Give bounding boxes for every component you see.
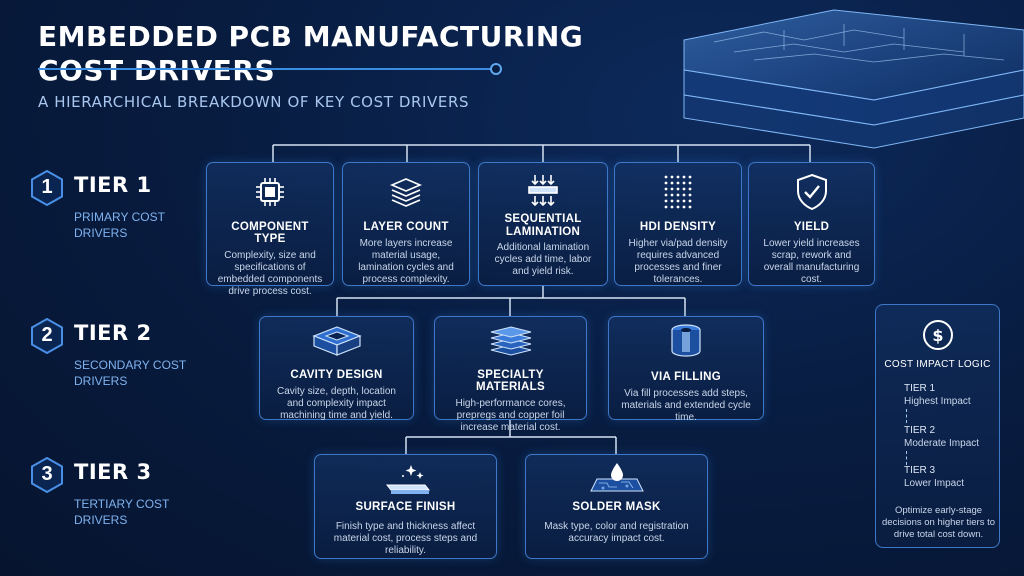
- card-title: SOLDER MASK: [572, 501, 661, 513]
- via-cylinder-icon: [671, 324, 701, 357]
- logic-impact: Lower Impact: [904, 478, 965, 489]
- tier-number: 2: [41, 324, 53, 346]
- logic-tier: TIER 1: [904, 383, 936, 394]
- shield-check-icon: [796, 173, 827, 211]
- card-description: More layers increase material usage, lam…: [358, 238, 454, 285]
- tier-subtitle: SECONDARY COST DRIVERS: [74, 358, 187, 388]
- card-yield: YIELD Lower yield increases scrap, rewor…: [748, 162, 875, 286]
- card-solder-mask: SOLDER MASK Mask type, color and registr…: [525, 454, 708, 559]
- card-description: Complexity, size and specifications of e…: [217, 250, 323, 297]
- pcb-stack-illustration: [683, 9, 1024, 149]
- card-description: Via fill processes add steps, materials …: [621, 388, 751, 423]
- card-surface-finish: SURFACE FINISH Finish type and thickness…: [314, 454, 497, 559]
- dollar-icon: $: [923, 320, 953, 350]
- logic-item-tier-1: TIER 1 Highest Impact: [904, 383, 971, 407]
- card-title: SEQUENTIAL LAMINATION: [504, 213, 582, 238]
- logic-title: COST IMPACT LOGIC: [884, 359, 991, 370]
- tier-subtitle: TERTIARY COST DRIVERS: [74, 497, 170, 527]
- card-title: VIA FILLING: [651, 371, 721, 383]
- dot-grid-icon: [664, 175, 692, 209]
- cavity-icon: [311, 326, 362, 356]
- card-description: Additional lamination cycles add time, l…: [494, 242, 592, 277]
- card-specialty-materials: SPECIALTY MATERIALS High-performance cor…: [434, 316, 587, 433]
- card-title: SURFACE FINISH: [355, 501, 456, 513]
- tier-name: TIER 1: [74, 173, 152, 197]
- card-hdi-density: HDI DENSITY Higher via/pad density requi…: [614, 162, 742, 286]
- logic-impact: Highest Impact: [904, 396, 971, 407]
- hexagon-badge-icon: [31, 457, 63, 493]
- page-title: EMBEDDED PCB MANUFACTURING COST DRIVERS: [38, 20, 584, 87]
- cost-impact-logic-panel: $ COST IMPACT LOGIC TIER 1 Highest Impac…: [875, 304, 1000, 548]
- card-title: LAYER COUNT: [363, 221, 449, 233]
- logic-arrow: [906, 409, 907, 423]
- tier-name: TIER 2: [74, 321, 152, 345]
- logic-arrow: [906, 451, 907, 465]
- card-description: Higher via/pad density requires advanced…: [628, 238, 728, 285]
- card-title: YIELD: [793, 221, 830, 233]
- card-description: Finish type and thickness affect materia…: [333, 521, 478, 556]
- material-stack-icon: [490, 326, 531, 356]
- chip-icon: [256, 178, 284, 206]
- lamination-icon: [528, 175, 558, 207]
- hexagon-badge-icon: [31, 318, 63, 354]
- card-description: Cavity size, depth, location and complex…: [277, 386, 396, 421]
- logic-item-tier-2: TIER 2 Moderate Impact: [904, 425, 979, 449]
- title-underline: [38, 68, 496, 70]
- title-rule-dot: [490, 63, 502, 75]
- page-subtitle: A HIERARCHICAL BREAKDOWN OF KEY COST DRI…: [38, 93, 470, 111]
- card-title: CAVITY DESIGN: [290, 369, 383, 381]
- logic-item-tier-3: TIER 3 Lower Impact: [904, 465, 964, 489]
- card-description: High-performance cores, prepregs and cop…: [455, 398, 566, 433]
- logic-note: Optimize early-stage decisions on higher…: [882, 505, 996, 540]
- logic-tier: TIER 2: [904, 425, 936, 436]
- tier-name: TIER 3: [74, 460, 152, 484]
- card-title: HDI DENSITY: [639, 221, 717, 233]
- card-component-type: COMPONENT TYPE Complexity, size and spec…: [206, 162, 334, 297]
- card-sequential-lamination: SEQUENTIAL LAMINATION Additional laminat…: [478, 162, 608, 286]
- card-title: SPECIALTY MATERIALS: [476, 369, 545, 393]
- hexagon-badge-icon: [31, 170, 63, 206]
- logic-tier: TIER 3: [904, 465, 936, 476]
- card-description: Mask type, color and registration accura…: [544, 521, 689, 544]
- tier-subtitle: PRIMARY COST DRIVERS: [74, 210, 165, 240]
- logic-impact: Moderate Impact: [904, 438, 980, 449]
- drop-board-icon: [589, 463, 644, 492]
- card-description: Lower yield increases scrap, rework and …: [763, 238, 860, 285]
- card-layer-count: LAYER COUNT More layers increase materia…: [342, 162, 470, 286]
- card-cavity-design: CAVITY DESIGN Cavity size, depth, locati…: [259, 316, 414, 421]
- tier-number: 3: [41, 463, 53, 485]
- svg-text:$: $: [932, 326, 943, 345]
- sparkle-surface-icon: [385, 465, 430, 494]
- card-via-filling: VIA FILLING Via fill processes add steps…: [608, 316, 764, 423]
- layers-icon: [389, 178, 423, 207]
- card-title: COMPONENT TYPE: [231, 221, 309, 245]
- tier-number: 1: [41, 176, 53, 198]
